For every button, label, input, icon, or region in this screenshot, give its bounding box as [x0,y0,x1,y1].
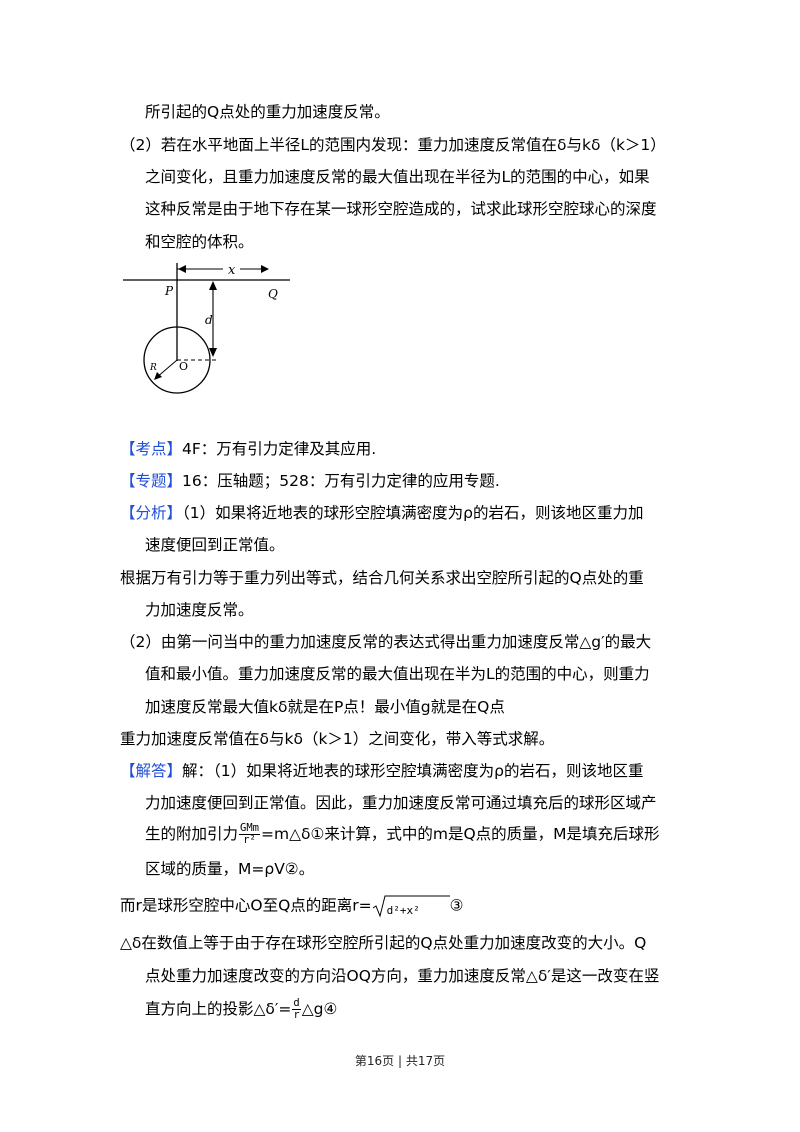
text-segment: △g④ [301,1000,338,1018]
text-segment: =m△δ①来计算，式中的m是Q点的质量，M是填充后球形 [260,825,660,843]
label-r: R [149,363,157,373]
page-footer: 第16页 | 共17页 [354,1054,446,1068]
sqrt-content: d²+x² [386,904,420,917]
x-arrow-head-left [178,265,186,273]
spherical-cavity [143,326,211,394]
text-line: 力加速度反常。 [145,601,254,619]
text-line: 之间变化，且重力加速度反常的最大值出现在半径为L的范围的中心，如果 [145,168,650,186]
formula-line: 而r是球形空腔中心O至Q点的距离r= d²+x² ③ [120,894,800,918]
jieda-tag: 【解答】 [120,762,183,780]
text-segment: 生的附加引力 [145,825,239,843]
text-line: 力加速度便回到正常值。因此，重力加速度反常可通过填充后的球形区域产 [145,794,657,812]
text-line: 速度便回到正常值。 [145,536,285,554]
text-segment: 而r是球形空腔中心O至Q点的距离r= [120,896,372,915]
text-line: （2）由第一问当中的重力加速度反常的表达式得出重力加速度反常△g′的最大 [120,633,652,651]
text-line: 加速度反常最大值kδ就是在P点！最小值g就是在Q点 [145,698,505,716]
kaodian-line: 【考点】4F：万有引力定律及其应用. [120,438,800,460]
label-o: O [179,360,188,373]
kaodian-tag: 【考点】 [120,440,183,458]
jieda-text: 解：（1）如果将近地表的球形空腔填满密度为ρ的岩石，则该地区重 [182,762,644,780]
text-segment: ③ [449,896,464,915]
text-line: （2）若在水平地面上半径L的范围内发现：重力加速度反常值在δ与kδ（k＞1） [120,136,666,154]
d-arrow-head-bottom [209,348,217,357]
zhuanti-line: 【专题】16：压轴题；528：万有引力定律的应用专题. [120,470,800,492]
d-arrow-head-top [209,281,217,290]
zhuanti-text: 16：压轴题；528：万有引力定律的应用专题. [182,472,500,490]
zhuanti-tag: 【专题】 [120,472,183,490]
fraction-numerator: GMm [239,822,260,835]
fraction-numerator: d [292,997,301,1010]
sqrt-sign [372,895,450,918]
fenxi-text: （1）如果将近地表的球形空腔填满密度为ρ的岩石，则该地区重力加 [182,504,644,522]
label-p: P [164,284,174,298]
fenxi-tag: 【分析】 [120,504,183,522]
text-line: △δ在数值上等于由于存在球形空腔所引起的Q点处重力加速度改变的大小。Q [120,934,647,952]
sqrt-expression: d²+x² [372,894,450,918]
fraction-denominator: r [293,1009,300,1021]
fenxi-line: 【分析】（1）如果将近地表的球形空腔填满密度为ρ的岩石，则该地区重力加 [120,502,800,524]
text-line: 重力加速度反常值在δ与kδ（k＞1）之间变化，带入等式求解。 [120,730,555,748]
cavity-diagram: x P Q d O R [123,263,290,394]
x-arrow-head-right [261,265,269,273]
text-line: 值和最小值。重力加速度反常的最大值出现在半为L的范围的中心，则重力 [145,665,650,683]
text-line: 区域的质量，M=ρV②。 [145,860,315,878]
text-line: 所引起的Q点处的重力加速度反常。 [145,103,390,121]
text-line: 和空腔的体积。 [145,233,254,251]
text-line: 根据万有引力等于重力列出等式，结合几何关系求出空腔所引起的Q点处的重 [120,569,644,587]
label-q: Q [268,287,278,301]
text-segment: 直方向上的投影△δ′= [145,1000,292,1018]
kaodian-text: 4F：万有引力定律及其应用. [182,440,377,458]
label-x: x [228,263,236,278]
radius-arrow-head [154,372,162,380]
text-line: 这种反常是由于地下存在某一球形空腔造成的，试求此球形空腔球心的深度 [145,200,657,218]
text-line: 点处重力加速度改变的方向沿OQ方向，重力加速度反常△δ′是这一改变在竖 [145,967,660,985]
jieda-line: 【解答】解：（1）如果将近地表的球形空腔填满密度为ρ的岩石，则该地区重 [120,760,800,782]
label-d: d [205,313,213,327]
fraction-denominator: r² [243,834,256,846]
